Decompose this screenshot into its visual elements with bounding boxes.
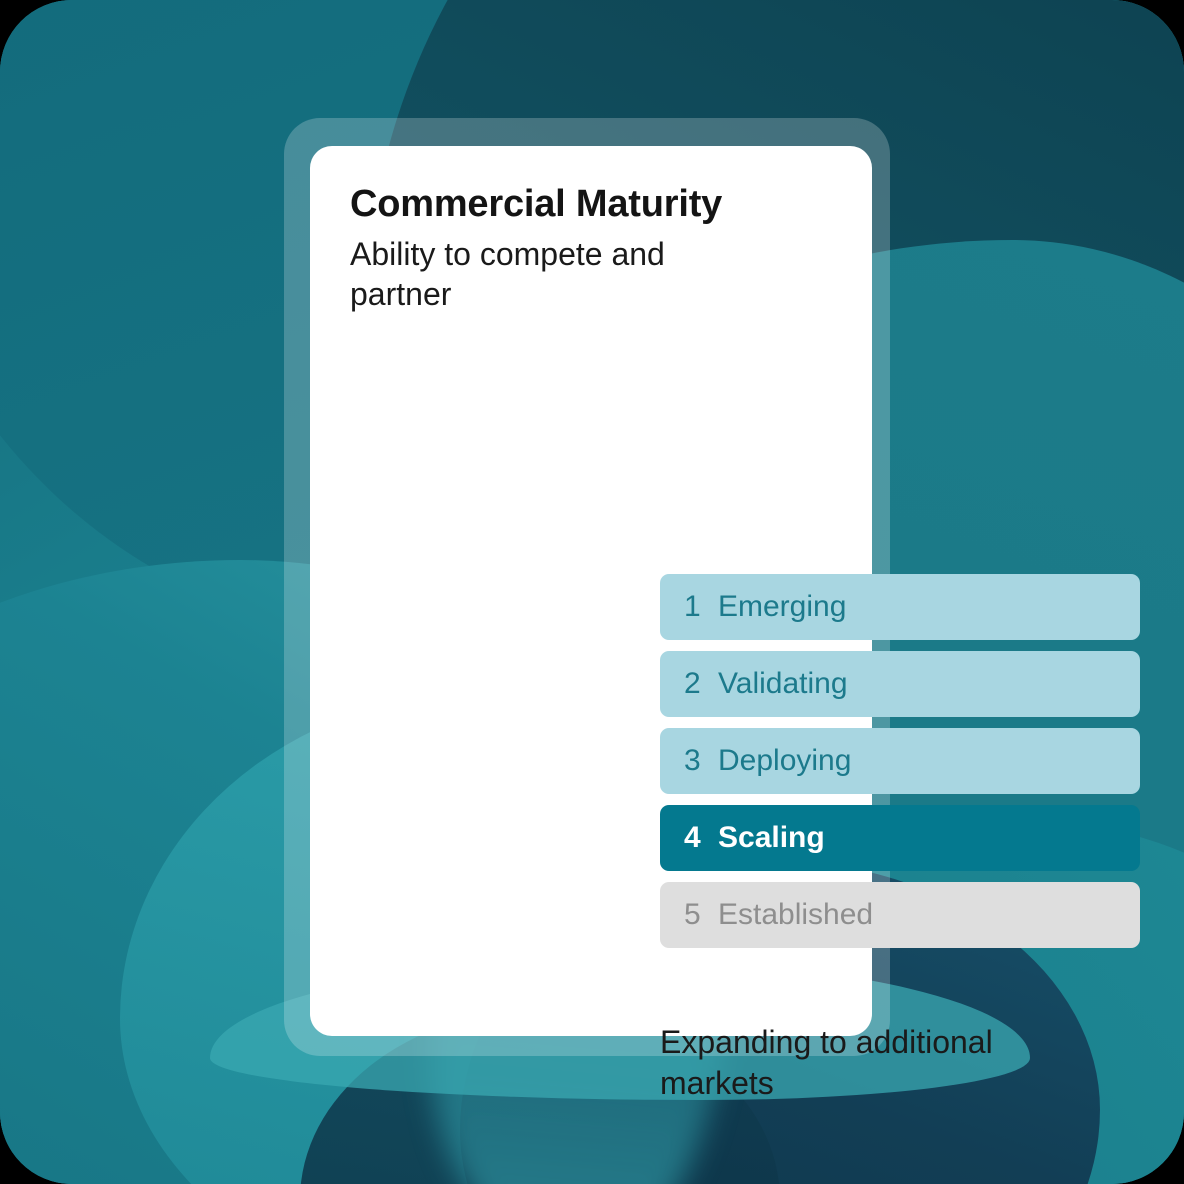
list-item-disabled[interactable]: 5 Established	[660, 882, 1140, 948]
card-subtitle: Ability to compete and partner	[350, 235, 665, 312]
level-number: 2	[684, 667, 701, 700]
level-number: 4	[684, 821, 701, 854]
list-item-active[interactable]: 4 Scaling	[660, 805, 1140, 871]
list-item[interactable]: 1 Emerging	[660, 574, 1140, 640]
card-title: Commercial Maturity	[350, 183, 723, 225]
level-number: 3	[684, 744, 701, 777]
level-number: 1	[684, 590, 701, 623]
maturity-level-list: 1 Emerging 2 Validating 3 Deploying 4 Sc…	[660, 574, 1140, 948]
maturity-card: Commercial Maturity Ability to compete a…	[310, 146, 1140, 1101]
card-footnote: Expanding to additional markets	[660, 1024, 993, 1101]
level-label: Emerging	[718, 590, 847, 623]
level-number: 5	[684, 898, 701, 931]
level-label: Validating	[718, 667, 848, 700]
list-item[interactable]: 2 Validating	[660, 651, 1140, 717]
level-label: Deploying	[718, 744, 852, 777]
list-item[interactable]: 3 Deploying	[660, 728, 1140, 794]
level-label: Established	[718, 898, 874, 931]
level-label: Scaling	[718, 821, 825, 854]
